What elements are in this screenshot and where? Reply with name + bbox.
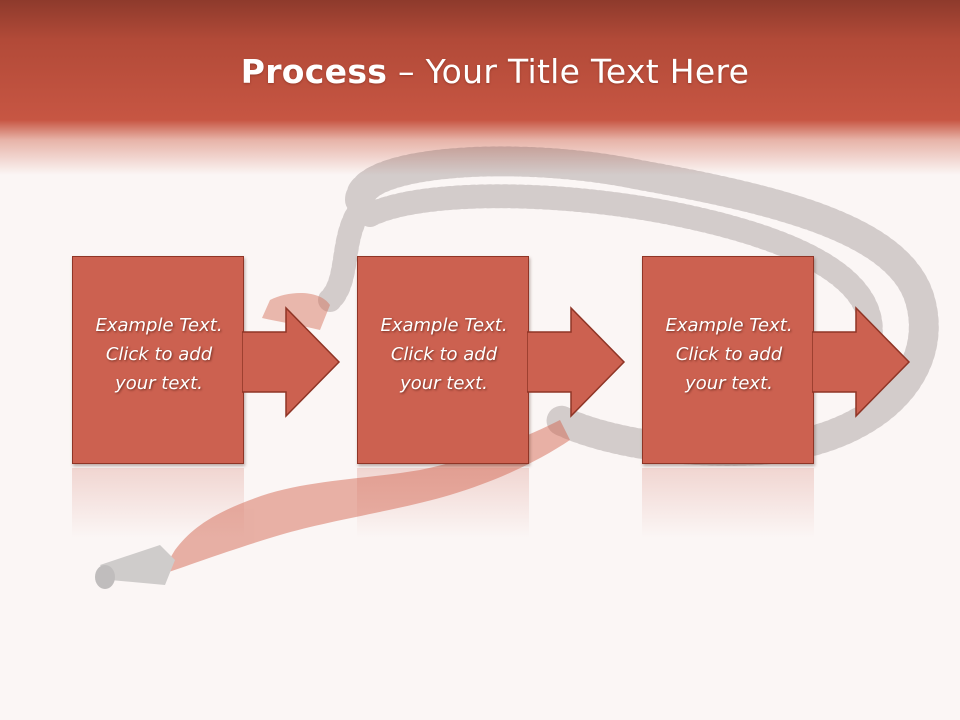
process-step-2[interactable]: Example Text. Click to add your text. — [357, 256, 629, 466]
step-text[interactable]: Example Text. Click to add your text. — [73, 311, 245, 398]
step-reflection — [642, 468, 814, 538]
step-text-line: your text. — [400, 373, 488, 394]
step-text-line: your text. — [685, 373, 773, 394]
step-reflection — [72, 468, 244, 538]
step-text-line: Click to add — [105, 344, 213, 365]
step-reflection — [357, 468, 529, 538]
step-text[interactable]: Example Text. Click to add your text. — [643, 311, 815, 398]
step-text-line: Click to add — [390, 344, 498, 365]
title-banner — [0, 0, 960, 175]
process-step-3[interactable]: Example Text. Click to add your text. — [642, 256, 914, 466]
step-box[interactable]: Example Text. Click to add your text. — [357, 256, 529, 464]
step-text-line: Example Text. — [665, 315, 793, 336]
arrow-right-icon — [242, 306, 341, 418]
arrow-right-icon — [812, 306, 911, 418]
step-text-line: Example Text. — [380, 315, 508, 336]
title-bold-text: Process — [240, 52, 388, 91]
title-rest-text: – Your Title Text Here — [387, 52, 750, 91]
step-text[interactable]: Example Text. Click to add your text. — [358, 311, 530, 398]
step-text-line: Example Text. — [95, 315, 223, 336]
step-text-line: Click to add — [675, 344, 783, 365]
arrow-right-icon — [527, 306, 626, 418]
step-box[interactable]: Example Text. Click to add your text. — [642, 256, 814, 464]
process-step-1[interactable]: Example Text. Click to add your text. — [72, 256, 344, 466]
slide-title[interactable]: Process – Your Title Text Here — [0, 52, 960, 91]
step-box[interactable]: Example Text. Click to add your text. — [72, 256, 244, 464]
step-text-line: your text. — [115, 373, 203, 394]
